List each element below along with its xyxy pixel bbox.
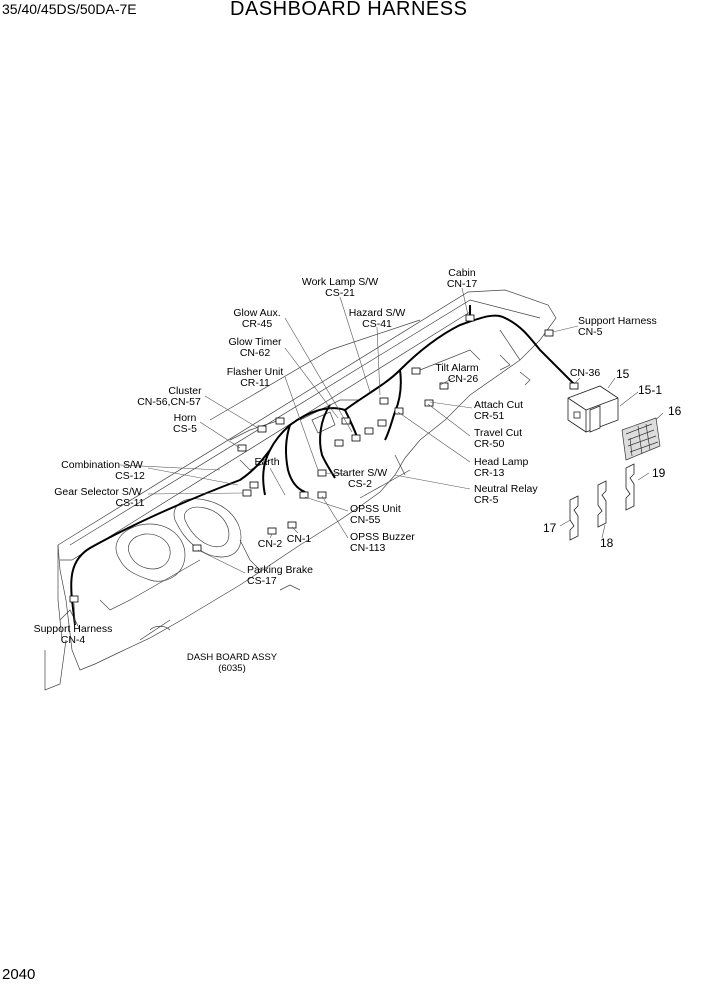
part-number-17: 17 <box>543 521 557 535</box>
dashboard-assembly <box>44 289 557 691</box>
part-number-15: 15 <box>616 367 630 381</box>
callout-earth: Earth <box>254 456 279 468</box>
connectors <box>69 314 579 603</box>
callout-glow-aux: Glow Aux.CR-45 <box>233 307 280 330</box>
brackets <box>569 463 635 541</box>
part-number-19: 19 <box>652 466 666 480</box>
part-number-18: 18 <box>600 536 614 550</box>
page-title: DASHBOARD HARNESS <box>230 0 468 20</box>
callout-cn1: CN-1 <box>287 533 312 545</box>
callout-cn36: CN-36 <box>570 367 601 379</box>
part-number-15-1: 15-1 <box>638 383 662 397</box>
relay-assembly <box>567 385 619 433</box>
part-numbers: 15 15-1 16 17 18 19 <box>543 367 682 550</box>
callout-cn2: CN-2 <box>258 538 283 550</box>
callout-dash-board-assy: DASH BOARD ASSY(6035) <box>187 652 278 674</box>
leader-lines <box>73 287 664 625</box>
part-number-16: 16 <box>668 404 682 418</box>
mesh-panel <box>621 417 661 461</box>
page-number: 2040 <box>2 966 36 983</box>
model-code: 35/40/45DS/50DA-7E <box>2 1 137 17</box>
